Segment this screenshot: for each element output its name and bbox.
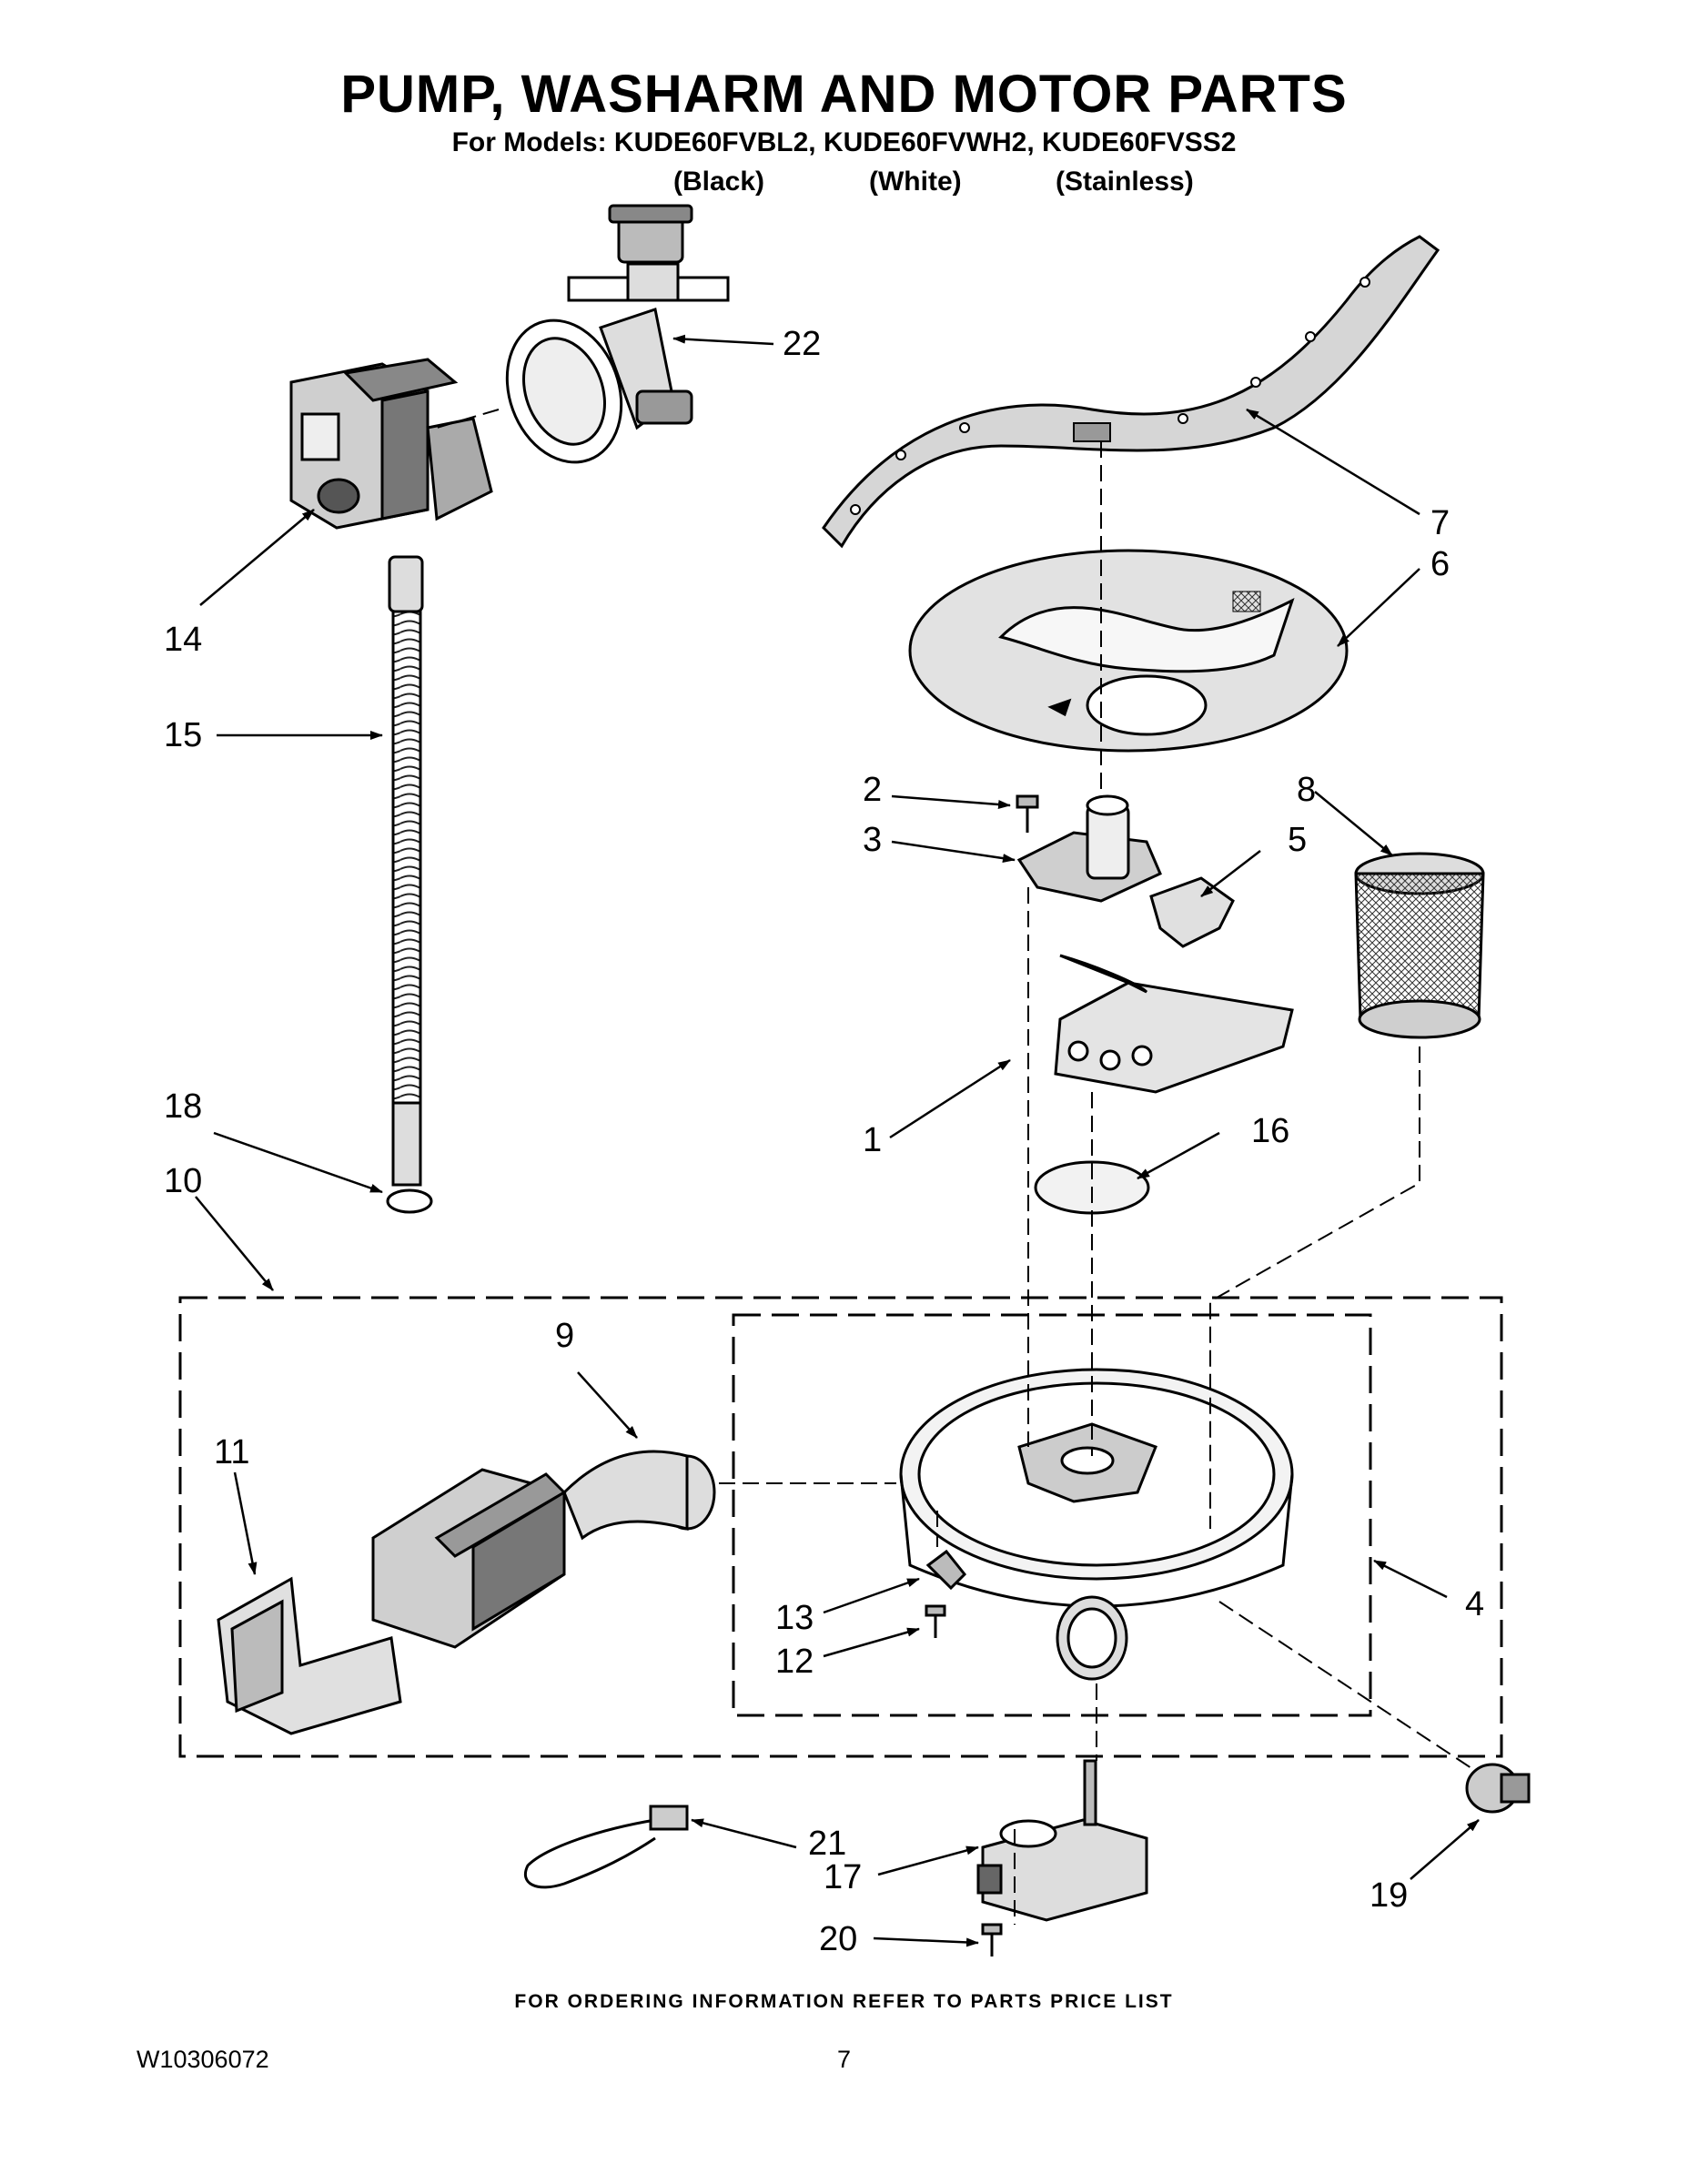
part-19-sensor [1465,1763,1531,1814]
callout-2: 2 [863,771,882,809]
part-22-drain-housing [505,204,730,464]
callout-13: 13 [775,1599,814,1637]
callout-17: 17 [824,1858,862,1896]
color-stainless-label: (Stainless) [1056,167,1194,197]
part-5-clip [1149,876,1235,948]
callout-8: 8 [1297,771,1316,809]
callout-1: 1 [863,1121,882,1159]
part-4-sump-assembly [899,1368,1294,1681]
callout-20: 20 [819,1920,857,1958]
assembly-box-10 [178,1296,1503,1758]
callout-3: 3 [863,821,882,859]
part-15-drain-hose [388,555,424,1187]
callout-12: 12 [775,1643,814,1681]
part-3-wash-arm-mount [1016,794,1162,903]
callout-5: 5 [1288,821,1307,859]
part-17-diverter-motor [976,1759,1148,1922]
callout-14: 14 [164,621,202,659]
part-10-circulation-motor [371,1468,567,1649]
callout-16: 16 [1251,1112,1289,1150]
alignment-lines [436,409,1475,1925]
part-9-circulation-hose [562,1450,716,1541]
callout-6: 6 [1430,545,1450,583]
part-2-screw [1016,794,1039,833]
ordering-note: FOR ORDERING INFORMATION REFER TO PARTS … [514,1991,1174,2012]
page-number: 7 [836,2046,852,2073]
page-title: PUMP, WASHARM AND MOTOR PARTS [340,65,1348,124]
part-7-lower-wash-arm [822,235,1440,549]
part-14-pump-motor [289,358,493,530]
part-20-screw [981,1923,1003,1956]
wash-arm-hub [1073,422,1111,442]
document-number: W10306072 [136,2046,269,2073]
callout-15: 15 [164,716,202,754]
callout-19: 19 [1370,1876,1408,1915]
callout-18: 18 [164,1087,202,1126]
callout-21: 21 [808,1825,846,1863]
part-12-screw [925,1604,946,1638]
part-21-thermistor [524,1805,689,1889]
leader-arrows [195,334,1480,1947]
callout-9: 9 [555,1317,574,1355]
color-black-label: (Black) [673,167,765,197]
callout-11: 11 [214,1433,249,1471]
part-8-fine-filter [1354,852,1485,1039]
part-1-manifold [1054,954,1294,1094]
callout-4: 4 [1465,1585,1484,1623]
callout-10: 10 [164,1162,202,1200]
callout-22: 22 [783,325,821,363]
color-white-label: (White) [869,167,962,197]
part-18-hose-clamp [386,1188,433,1214]
part-13-bracket [925,1549,967,1591]
assembly-box-4 [732,1313,1372,1717]
part-11-motor-cover [217,1576,402,1735]
callout-7: 7 [1430,504,1450,542]
part-6-spray-shield [908,549,1349,753]
models-line: For Models: KUDE60FVBL2, KUDE60FVWH2, KU… [451,127,1237,157]
